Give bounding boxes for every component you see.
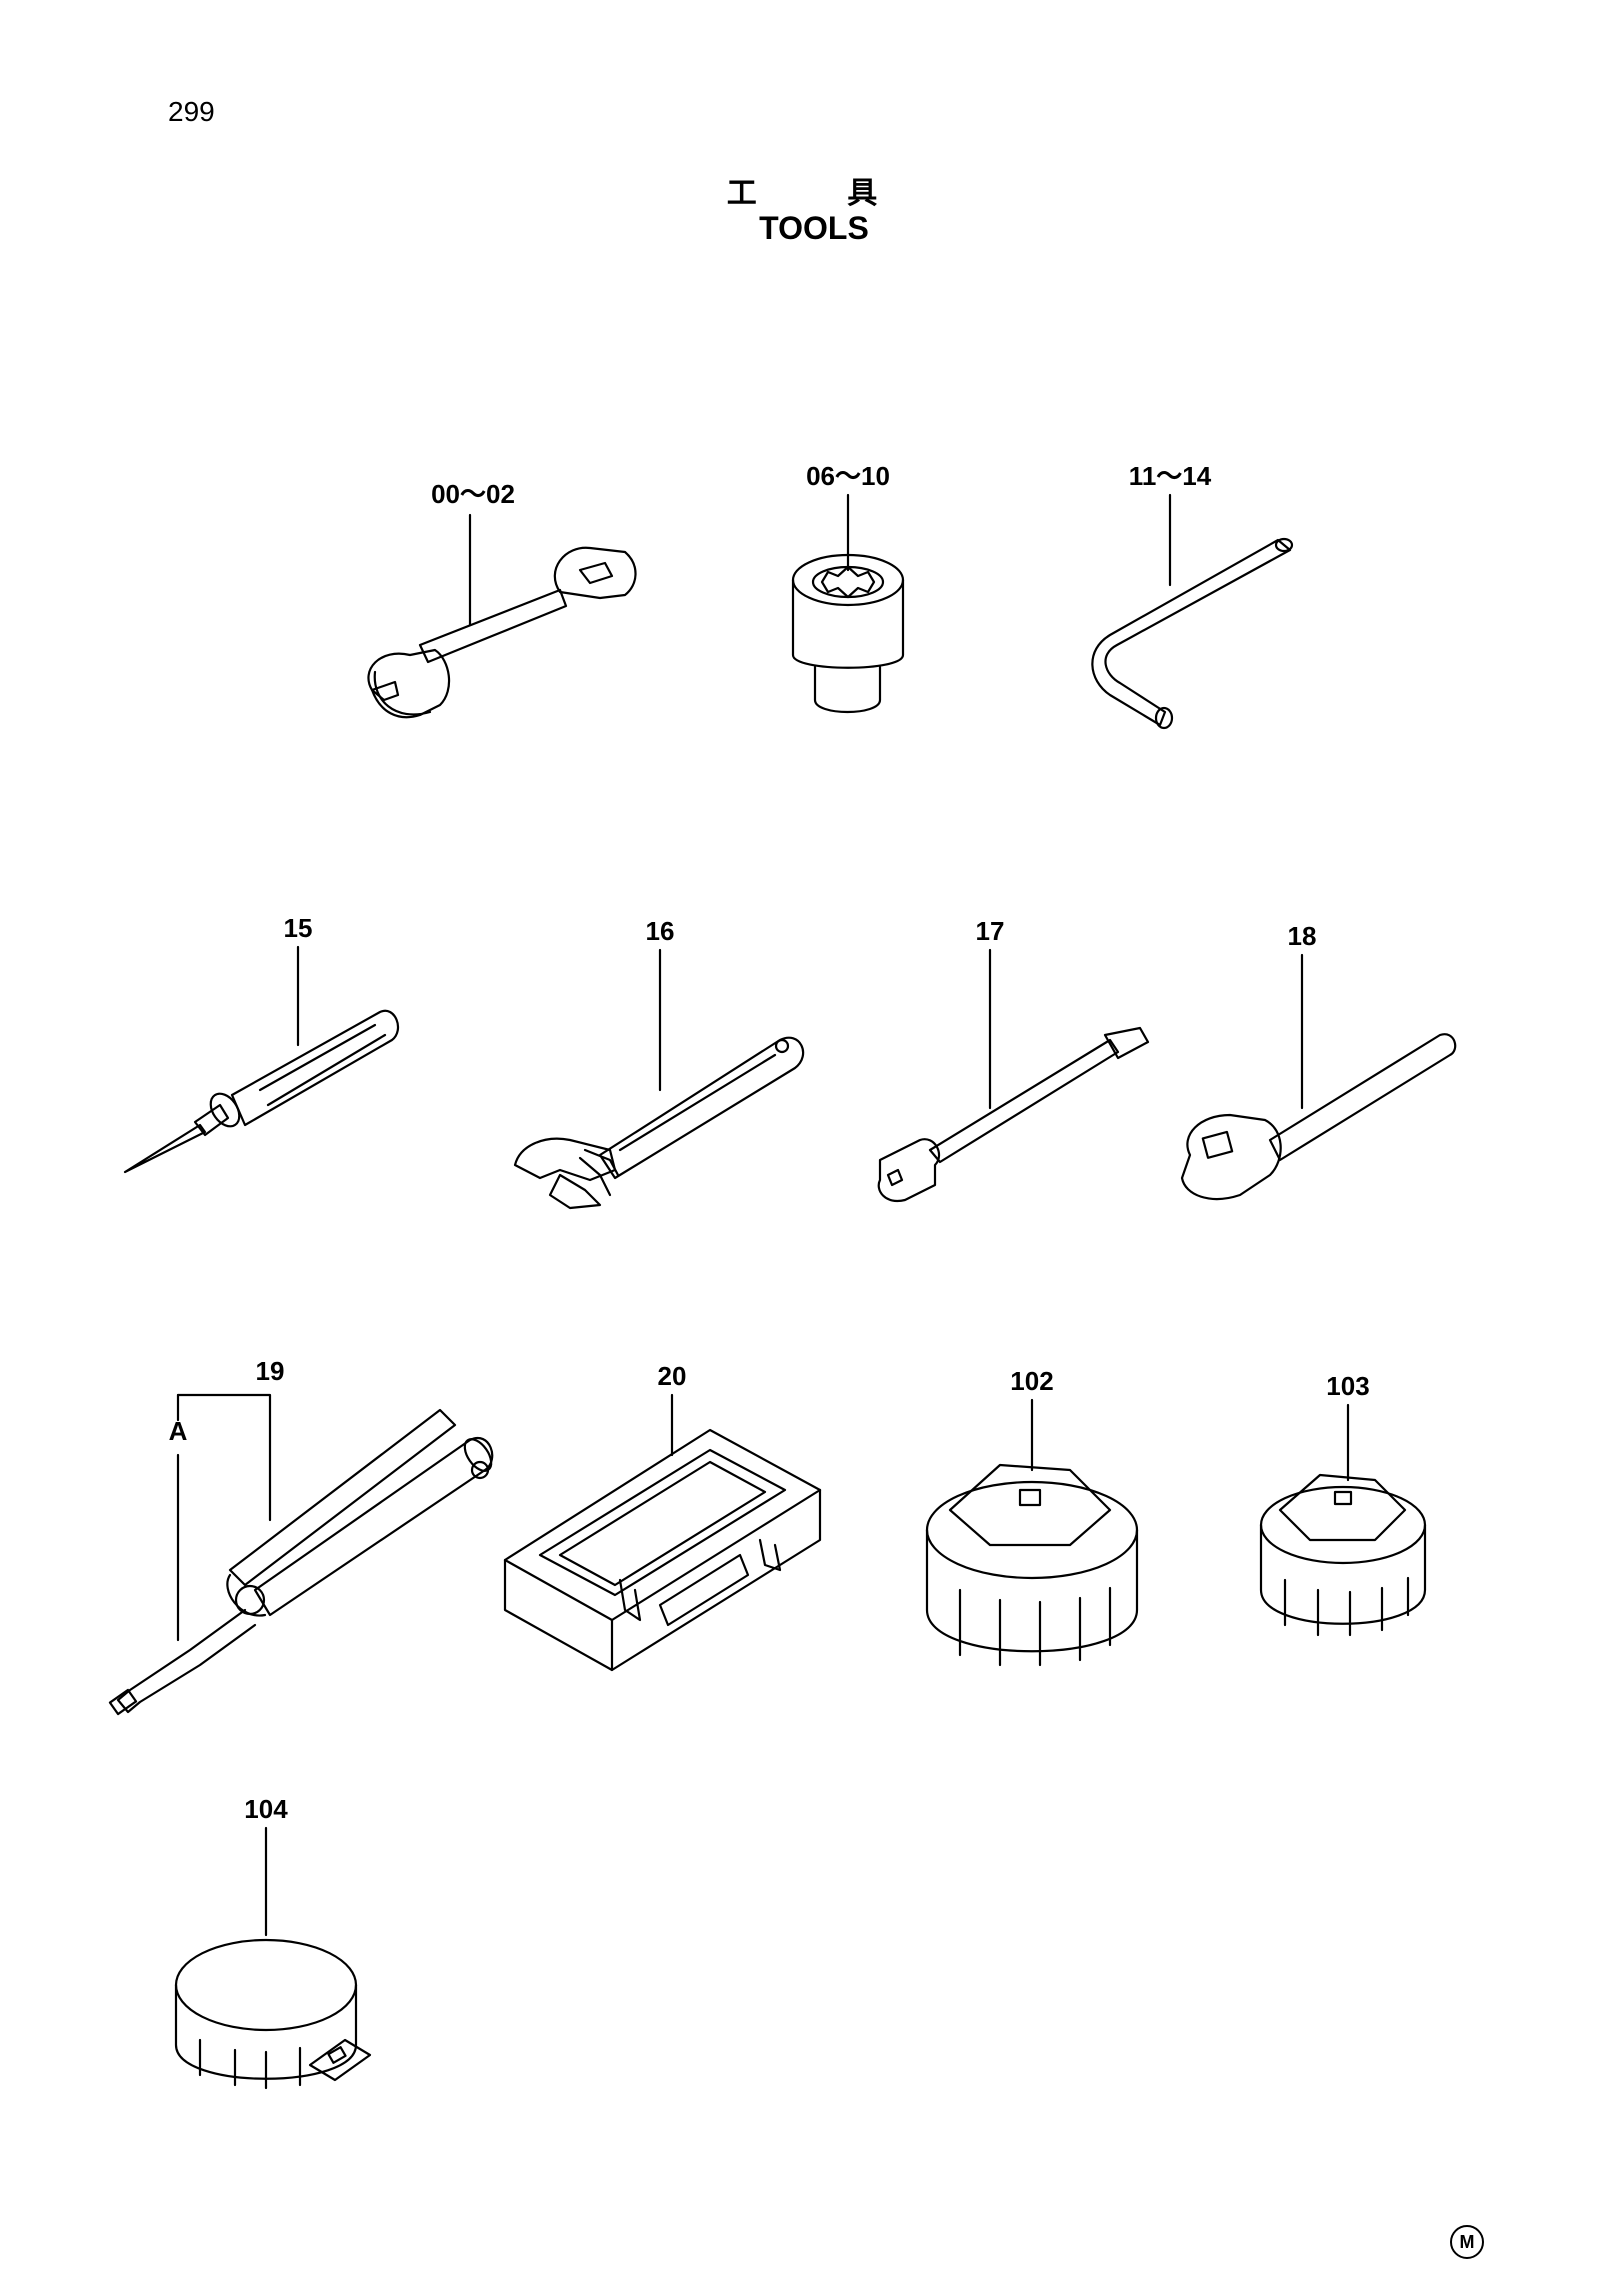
leader-line — [178, 1395, 270, 1520]
part-label: 19 — [256, 1356, 285, 1386]
part-label: 16 — [646, 916, 675, 946]
part-tool-box: 20 — [505, 1361, 820, 1670]
detail-callout: A — [169, 1416, 188, 1446]
part-filter-wrench-102: 102 — [927, 1366, 1137, 1665]
part-adjustable-wrench: 16 — [515, 916, 803, 1208]
part-label: 17 — [976, 916, 1005, 946]
part-grease-gun: 19 A — [110, 1356, 497, 1714]
part-open-end-wrench: 00～02 — [368, 479, 635, 717]
part-label: 06～10 — [806, 461, 890, 491]
part-socket: 06～10 — [793, 461, 903, 712]
title-chinese: 工 具 — [726, 176, 918, 211]
part-label: 18 — [1288, 921, 1317, 951]
corner-mark: M — [1450, 2225, 1484, 2259]
part-ratchet-handle: 18 — [1182, 921, 1455, 1199]
title-english: TOOLS — [759, 210, 869, 246]
part-label: 104 — [244, 1794, 288, 1824]
part-filter-wrench-band-104: 104 — [176, 1794, 370, 2088]
part-label: 15 — [284, 913, 313, 943]
part-filter-wrench-103: 103 — [1261, 1371, 1425, 1635]
part-screwdriver: 15 — [125, 913, 398, 1172]
part-label: 11～14 — [1129, 461, 1212, 491]
part-label: 20 — [658, 1361, 687, 1391]
part-extension-bar: 17 — [879, 916, 1148, 1201]
part-label: 102 — [1010, 1366, 1053, 1396]
part-hex-key: 11～14 — [1092, 461, 1292, 728]
page-number: 299 — [168, 96, 215, 127]
part-label: 00～02 — [431, 479, 515, 509]
part-label: 103 — [1326, 1371, 1369, 1401]
